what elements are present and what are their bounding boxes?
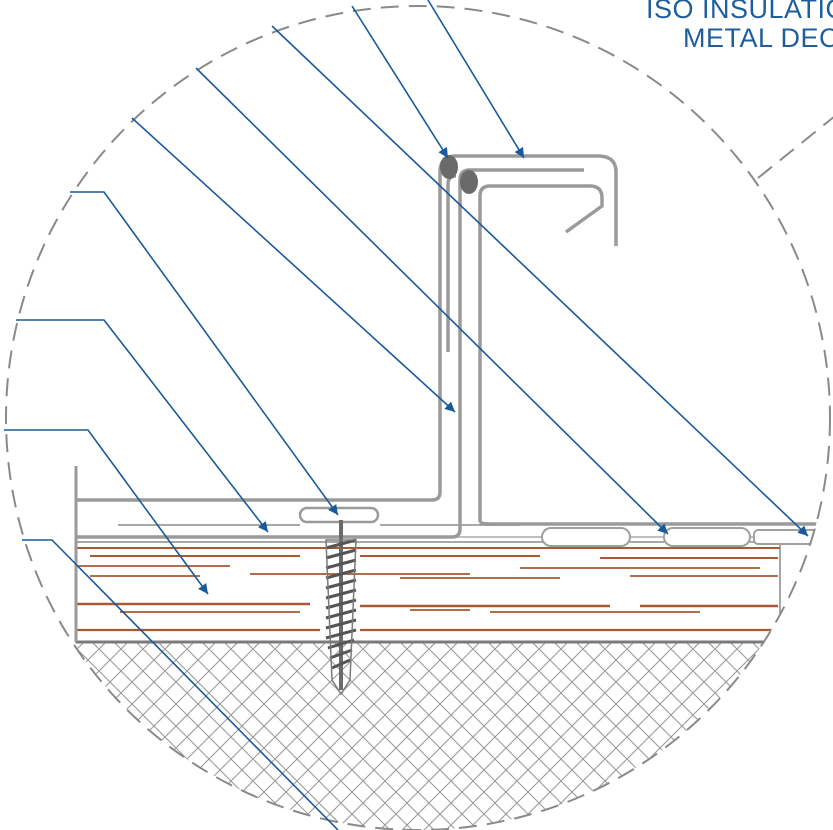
leader-underlayment [16, 319, 269, 533]
detail-circle-boundary [5, 5, 831, 830]
seam-hem-left [440, 155, 458, 179]
wood-deck [74, 466, 781, 644]
leader-clip-foot [271, 25, 809, 537]
leader-fastener [70, 191, 339, 516]
seam-hem-right [460, 170, 478, 194]
leader-seam-top [427, 0, 525, 159]
fastener-screw [298, 506, 380, 696]
leader-iso [22, 539, 339, 830]
leader-wood-deck [4, 429, 209, 595]
detail-callout-line [757, 116, 833, 179]
label-iso-insulation: ISO INSULATIO [645, 0, 833, 24]
metal-roof-panel [76, 154, 820, 539]
iso-insulation-hatch [76, 642, 830, 830]
leader-panel-leg [131, 117, 456, 413]
label-metal-deck: METAL DEC [682, 23, 833, 53]
panel-spacers [541, 527, 821, 547]
leader-spacer [195, 67, 669, 535]
leaders [4, 0, 809, 830]
leader-seam-hem [351, 5, 449, 159]
